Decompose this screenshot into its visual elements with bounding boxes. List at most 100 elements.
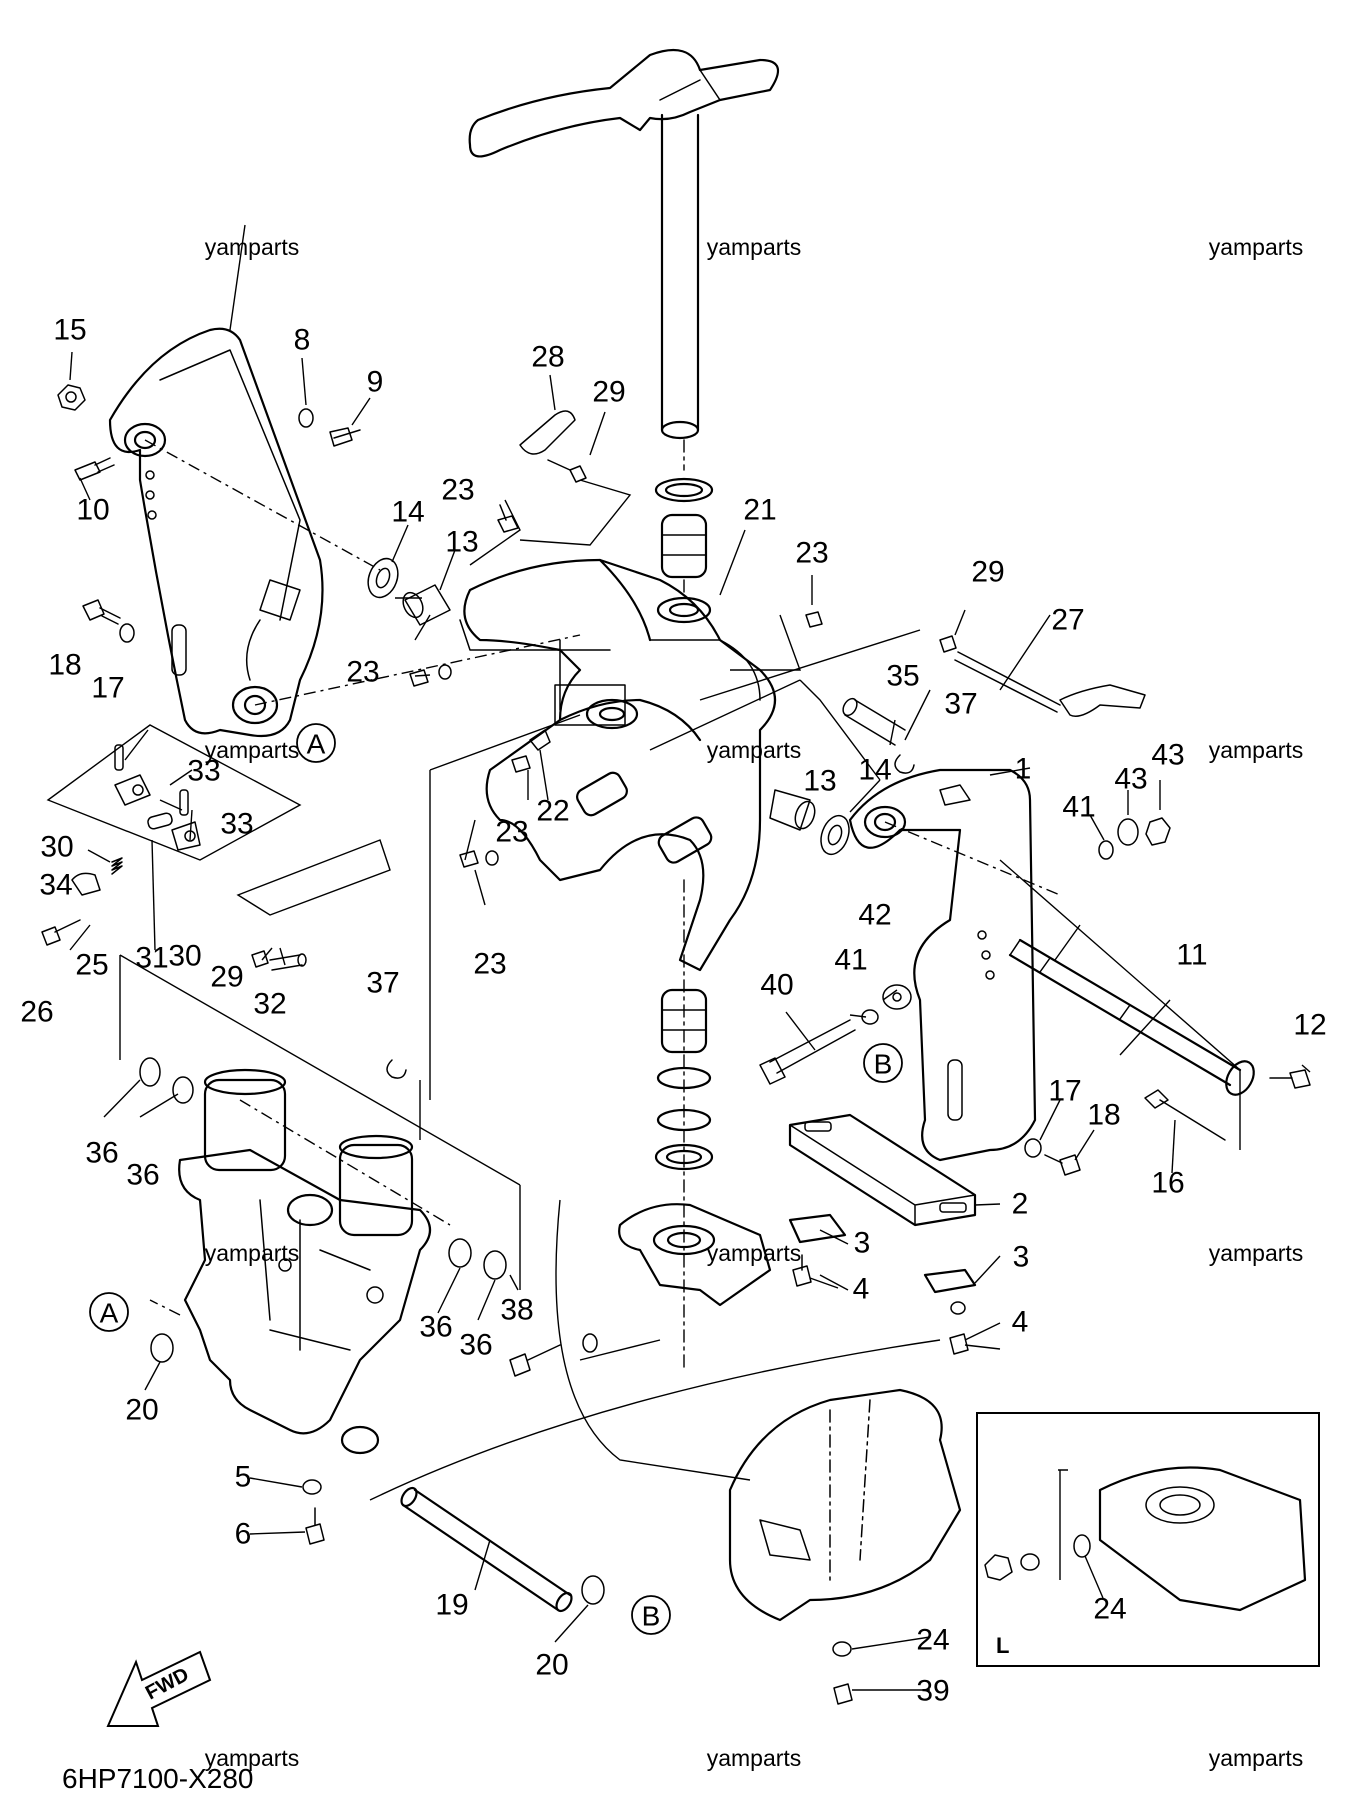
callout-leaders <box>69 224 1311 1691</box>
watermark-bottom-left: yamparts <box>205 1745 300 1771</box>
watermark-low-left: yamparts <box>205 1240 300 1266</box>
callout-16: 16 <box>1151 1167 1184 1200</box>
bushing-20-a <box>150 1333 174 1363</box>
bushing-13-left <box>402 584 451 626</box>
callout-28: 28 <box>531 341 564 374</box>
pin-32 <box>269 953 307 971</box>
watermarks: yamparts yamparts yamparts yamparts yamp… <box>205 234 1304 1771</box>
tilt-tube <box>1008 938 1255 1096</box>
part-code: 6HP7100-X280 <box>62 1763 253 1794</box>
callout-29-b: 29 <box>971 556 1004 589</box>
watermark-top-right: yamparts <box>1209 234 1304 260</box>
callout-1: 1 <box>1015 753 1032 786</box>
callout-20-a: 20 <box>125 1394 158 1427</box>
bushing-36-a <box>139 1057 161 1087</box>
callout-38: 38 <box>500 1294 533 1327</box>
callout-29-c: 29 <box>210 961 243 994</box>
washer-14-left <box>367 557 399 599</box>
callout-35: 35 <box>886 660 919 693</box>
bolt-39 <box>833 1683 853 1705</box>
callout-40: 40 <box>760 969 793 1002</box>
callout-14-a: 14 <box>391 496 424 529</box>
bolt-23-top <box>497 504 519 533</box>
watermark-bottom-right: yamparts <box>1209 1745 1304 1771</box>
callout-18-b: 18 <box>1087 1099 1120 1132</box>
callout-10: 10 <box>76 494 109 527</box>
inset-detail-l: L <box>976 1412 1320 1667</box>
washer-41-top <box>1098 840 1114 860</box>
callout-3-b: 3 <box>1013 1241 1030 1274</box>
callout-11: 11 <box>1176 939 1207 972</box>
washer-5 <box>302 1479 322 1495</box>
ref-a-top: A <box>307 729 326 760</box>
watermark-low-right: yamparts <box>1209 1240 1304 1266</box>
callout-39: 39 <box>916 1675 949 1708</box>
bolt-38 <box>509 1333 598 1377</box>
bolt-40 <box>759 1019 856 1085</box>
mount-bracket-2 <box>788 1113 977 1294</box>
callout-30-b: 30 <box>168 940 201 973</box>
callout-36-a: 36 <box>85 1137 118 1170</box>
bolt-23-left <box>409 664 452 687</box>
callout-19: 19 <box>435 1589 468 1622</box>
block-30-b <box>171 821 201 851</box>
callout-9: 9 <box>367 366 384 399</box>
pin-31 <box>147 812 173 830</box>
watermark-mid-right: yamparts <box>1209 737 1304 763</box>
callout-6: 6 <box>235 1518 252 1551</box>
callout-20-b: 20 <box>535 1649 568 1682</box>
callout-14-b: 14 <box>858 754 891 787</box>
bolt-9 <box>329 427 361 447</box>
callout-32: 32 <box>253 988 286 1021</box>
callout-24-a: 24 <box>916 1624 949 1657</box>
leader-lines <box>46 439 1241 1501</box>
callout-4-a: 4 <box>853 1273 870 1306</box>
callout-17-a: 17 <box>91 672 124 705</box>
callout-5: 5 <box>235 1461 252 1494</box>
callout-18-a: 18 <box>48 649 81 682</box>
callout-36-b: 36 <box>126 1159 159 1192</box>
pin-33-b <box>179 789 189 816</box>
ref-a-bottom: A <box>100 1298 119 1329</box>
callout-36-c: 36 <box>419 1311 452 1344</box>
callout-23-e: 23 <box>473 948 506 981</box>
washer-14-right <box>820 814 850 856</box>
pin-19 <box>400 1486 573 1613</box>
rod-27 <box>954 651 1146 717</box>
clamp-bracket-right <box>848 768 1037 1162</box>
callout-31: 31 <box>135 942 168 975</box>
callout-33-a: 33 <box>187 755 220 788</box>
clip-37-right <box>894 754 915 774</box>
bushing-20-b <box>581 1575 605 1605</box>
bolt-18-right <box>1044 1154 1081 1176</box>
callout-37-b: 37 <box>944 688 977 721</box>
bolt-23-right <box>805 611 823 628</box>
pin-28 <box>519 410 576 455</box>
power-trim-tilt-unit <box>178 1068 432 1455</box>
inset-label: L <box>996 1633 1009 1658</box>
callout-23-a: 23 <box>441 474 474 507</box>
callout-4-b: 4 <box>1012 1306 1029 1339</box>
bolt-29-lower <box>251 950 269 968</box>
lower-mount-housing <box>618 1203 962 1622</box>
clip-22 <box>529 729 551 751</box>
callout-43-a: 43 <box>1114 763 1147 796</box>
nut-43-a <box>1117 818 1139 846</box>
washer-17-right <box>1024 1138 1042 1158</box>
bolt-23-lower <box>459 850 499 868</box>
callout-17-b: 17 <box>1048 1075 1081 1108</box>
watermark-top-left: yamparts <box>205 234 300 260</box>
watermark-low-center: yamparts <box>707 1240 802 1266</box>
callout-36-d: 36 <box>459 1329 492 1362</box>
callout-21: 21 <box>743 494 776 527</box>
bushing-36-c <box>448 1238 472 1268</box>
bolt-18-left <box>82 599 121 625</box>
watermark-mid-left: yamparts <box>205 737 300 763</box>
callout-41-a: 41 <box>1062 791 1095 824</box>
callout-26: 26 <box>20 996 53 1029</box>
bolt-4-a <box>792 1254 812 1287</box>
callout-23-b: 23 <box>795 537 828 570</box>
ref-b-right: B <box>874 1049 893 1080</box>
callout-33-b: 33 <box>220 808 253 841</box>
